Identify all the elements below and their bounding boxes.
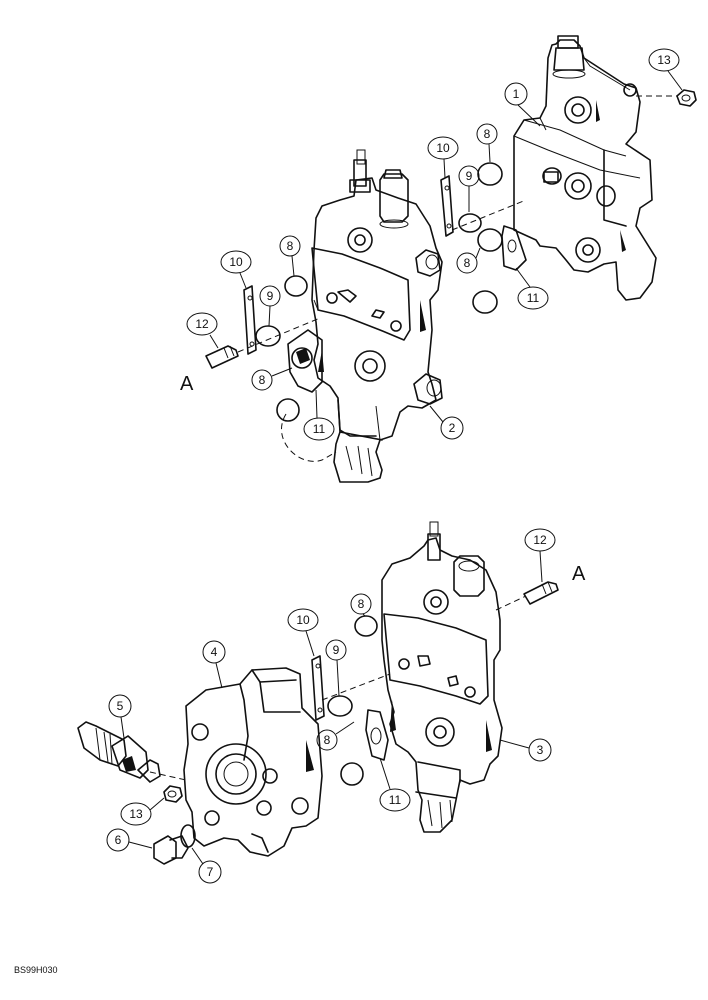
svg-text:2: 2 xyxy=(449,421,456,435)
outlet-section-body xyxy=(183,667,323,857)
callout-12-b: 12 xyxy=(524,528,556,583)
callout-3: 3 xyxy=(499,738,552,762)
svg-text:9: 9 xyxy=(267,289,274,303)
svg-text:9: 9 xyxy=(466,169,473,183)
svg-text:13: 13 xyxy=(657,53,671,67)
svg-text:5: 5 xyxy=(117,699,124,713)
svg-text:9: 9 xyxy=(333,643,340,657)
callout-10-a: 10 xyxy=(427,136,459,179)
work-section-3-body xyxy=(381,521,503,833)
svg-text:8: 8 xyxy=(259,373,266,387)
callout-13-top: 13 xyxy=(648,48,683,91)
svg-text:10: 10 xyxy=(436,141,450,155)
callout-11-b: 11 xyxy=(303,389,335,441)
svg-text:12: 12 xyxy=(533,533,547,547)
callout-11-a: 11 xyxy=(515,267,549,310)
callout-1: 1 xyxy=(504,82,541,127)
bottom-gaskets xyxy=(311,581,559,786)
reference-code: BS99H030 xyxy=(14,965,58,975)
hex-nut-top xyxy=(676,89,697,107)
callout-6: 6 xyxy=(106,828,153,852)
callout-8-d: 8 xyxy=(251,367,293,391)
svg-text:8: 8 xyxy=(324,733,331,747)
svg-text:10: 10 xyxy=(229,255,243,269)
callout-8-e: 8 xyxy=(350,593,372,617)
callout-8-b: 8 xyxy=(456,247,481,274)
svg-text:10: 10 xyxy=(296,613,310,627)
svg-text:8: 8 xyxy=(484,127,491,141)
connector-label-a-bottom: A xyxy=(572,563,586,585)
svg-text:12: 12 xyxy=(195,317,209,331)
callout-13-bottom: 13 xyxy=(120,797,165,826)
inlet-section-body xyxy=(513,35,657,301)
svg-text:4: 4 xyxy=(211,645,218,659)
svg-text:7: 7 xyxy=(207,865,214,879)
callout-10-b: 10 xyxy=(220,250,252,289)
bottom-alignment-lines xyxy=(149,595,527,781)
oring-7 xyxy=(180,824,196,848)
svg-text:11: 11 xyxy=(313,422,326,436)
svg-text:8: 8 xyxy=(358,597,365,611)
callout-8-c: 8 xyxy=(279,235,301,277)
svg-text:8: 8 xyxy=(464,256,471,270)
callout-9-b: 9 xyxy=(259,285,281,327)
plug-6 xyxy=(153,835,189,865)
callout-5: 5 xyxy=(108,694,132,739)
svg-text:11: 11 xyxy=(389,793,402,807)
callout-9-a: 9 xyxy=(458,165,480,212)
svg-text:11: 11 xyxy=(527,291,540,305)
svg-text:3: 3 xyxy=(537,743,544,757)
callout-7: 7 xyxy=(191,847,222,884)
svg-text:6: 6 xyxy=(115,833,122,847)
work-section-2-body xyxy=(311,149,443,483)
hex-nut-bottom xyxy=(163,785,183,803)
callout-2: 2 xyxy=(429,405,464,440)
callout-10-c: 10 xyxy=(287,608,319,657)
callout-4: 4 xyxy=(202,640,226,689)
connector-label-a-top: A xyxy=(180,373,194,395)
relief-valve xyxy=(77,721,161,783)
callout-8-f: 8 xyxy=(316,721,355,751)
svg-text:8: 8 xyxy=(287,239,294,253)
top-gaskets xyxy=(205,162,527,422)
svg-text:1: 1 xyxy=(513,87,520,101)
callout-11-c: 11 xyxy=(379,757,411,812)
top-alignment-lines xyxy=(237,95,678,462)
callout-8-a: 8 xyxy=(476,123,498,163)
callout-9-c: 9 xyxy=(325,639,347,697)
callout-12-a: 12 xyxy=(186,312,219,349)
svg-text:13: 13 xyxy=(129,807,143,821)
callouts: 1 13 8 10 9 8 11 xyxy=(106,48,683,884)
